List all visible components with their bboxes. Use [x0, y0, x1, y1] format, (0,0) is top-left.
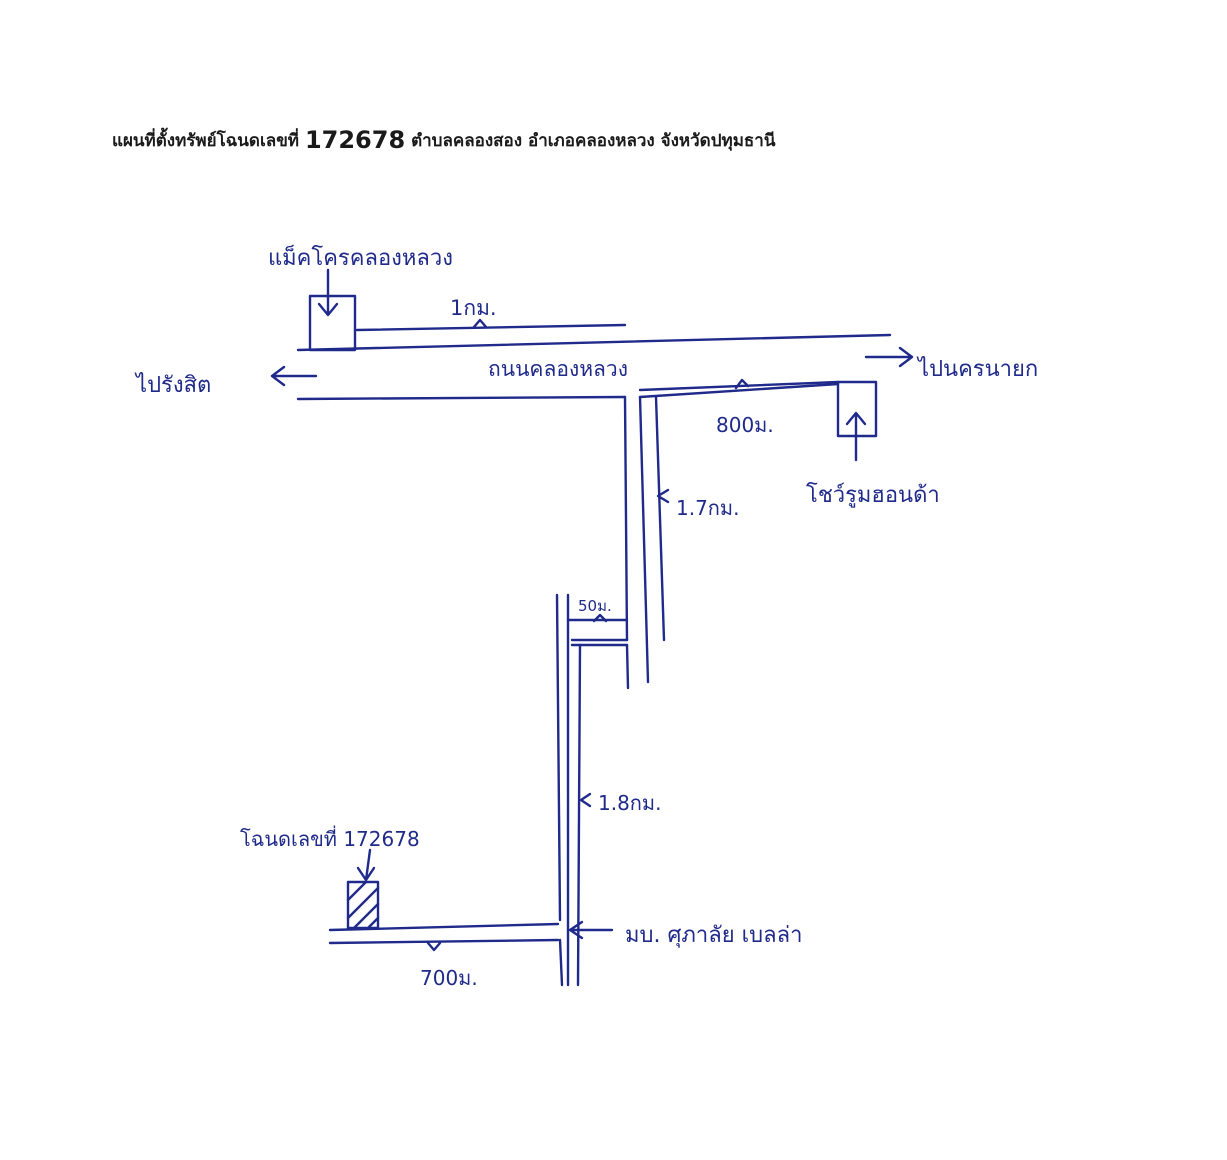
label-road-name: ถนนคลองหลวง	[488, 357, 628, 381]
plot-road-corner	[558, 938, 564, 987]
label-deed: โฉนดเลขที่ 172678	[240, 825, 420, 851]
plot-road-bottom-edge	[328, 938, 560, 945]
connector-50m	[566, 618, 629, 647]
label-dist-1km: 1กม.	[450, 296, 497, 320]
makro-frontage-line	[355, 323, 627, 332]
label-dist-50m: 50ม.	[578, 597, 612, 615]
arrow-to-nakhon-nayok	[864, 346, 914, 368]
label-makro: แม็คโครคลองหลวง	[268, 243, 453, 271]
main-road-bottom-edge-west	[296, 395, 627, 401]
deed-plot-hatching	[346, 880, 380, 930]
label-dist-700m: 700ม.	[420, 966, 478, 990]
soi-east-edge	[638, 395, 650, 684]
deed-plot-marker	[346, 848, 380, 930]
soi-west-edge-lower	[625, 643, 630, 690]
tick-1-8km	[579, 792, 592, 808]
tick-1km	[472, 318, 488, 329]
deed-plot-arrow	[356, 848, 376, 882]
label-village: มบ. ศุภาลัย เบลล่า	[625, 923, 802, 948]
soi-west-edge	[623, 395, 629, 642]
makro-marker	[308, 268, 357, 352]
honda-marker	[836, 380, 878, 462]
title-prefix: แผนที่ตั้งทรัพย์โฉนดเลขที่	[112, 131, 300, 151]
tick-1-7km	[656, 488, 670, 504]
label-to-rangsit: ไปรังสิต	[134, 372, 211, 398]
label-dist-1-8km: 1.8กม.	[598, 791, 661, 815]
makro-arrow	[317, 268, 339, 317]
label-honda: โชว์รูมฮอนด้า	[806, 482, 940, 508]
arrow-to-rangsit	[270, 365, 318, 387]
tick-700m	[426, 941, 442, 952]
soi2-east-edge	[576, 643, 582, 987]
main-road-top-edge	[296, 333, 892, 352]
main-road-bottom-edge-east	[638, 382, 840, 399]
soi-east-edge-2	[654, 395, 666, 642]
makro-building	[308, 294, 357, 352]
deed-number: 172678	[304, 126, 406, 154]
label-to-nakhon-nayok: ไปนครนายก	[916, 356, 1038, 382]
tick-50m	[592, 613, 608, 623]
label-dist-1-7km: 1.7กม.	[676, 496, 739, 520]
soi2-west-edge	[555, 593, 562, 922]
soi-north-segment	[623, 395, 666, 690]
arrow-village	[568, 920, 614, 940]
label-dist-800m: 800ม.	[716, 413, 774, 437]
title-suffix: ตำบลคลองสอง อำเภอคลองหลวง จังหวัดปทุมธาน…	[411, 131, 776, 151]
soi-south-segment	[555, 593, 582, 987]
honda-arrow	[845, 411, 867, 462]
tick-800m	[734, 378, 750, 390]
page-title: แผนที่ตั้งทรัพย์โฉนดเลขที่ 172678 ตำบลคล…	[112, 124, 775, 154]
